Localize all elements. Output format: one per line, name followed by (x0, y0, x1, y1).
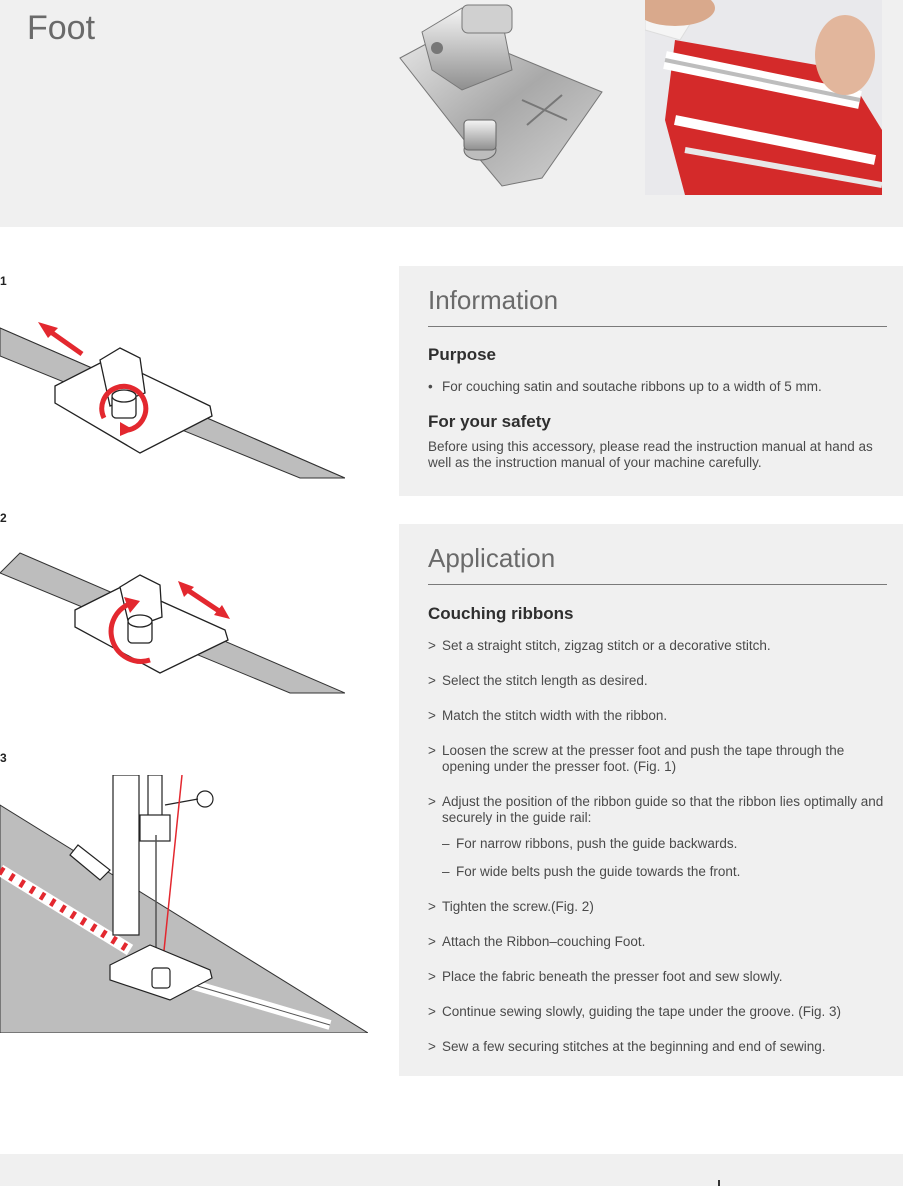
step-mark: > (428, 1039, 436, 1054)
substep-text: For narrow ribbons, push the guide backw… (456, 836, 738, 851)
application-panel: Application Couching ribbons > Set a str… (399, 524, 903, 1076)
ribbon-bag-photo (645, 0, 882, 195)
figure-1-number: 1 (0, 274, 7, 288)
step-10: > Sew a few securing stitches at the beg… (428, 1039, 887, 1055)
substep-mark: – (442, 836, 450, 851)
footer-band (0, 1154, 903, 1186)
substep-mark: – (442, 864, 450, 879)
step-text: Continue sewing slowly, guiding the tape… (442, 1004, 841, 1019)
step-mark: > (428, 638, 436, 653)
step-text: Attach the Ribbon–couching Foot. (442, 934, 646, 949)
step-7: > Attach the Ribbon–couching Foot. (428, 934, 887, 950)
figure-3-illustration (0, 775, 368, 1033)
figure-3-number: 3 (0, 751, 7, 765)
step-mark: > (428, 708, 436, 723)
bullet-mark: • (428, 379, 433, 394)
step-6: > Tighten the screw.(Fig. 2) (428, 899, 887, 915)
presser-foot-photo (399, 4, 603, 187)
footer-tick (718, 1180, 720, 1186)
application-title: Application (428, 542, 887, 585)
step-8: > Place the fabric beneath the presser f… (428, 969, 887, 985)
step-mark: > (428, 794, 436, 809)
safety-heading: For your safety (428, 412, 551, 431)
purpose-bullet: • For couching satin and soutache ribbon… (428, 378, 887, 395)
step-text: Match the stitch width with the ribbon. (442, 708, 668, 723)
application-steps: > Set a straight stitch, zigzag stitch o… (428, 638, 887, 1055)
purpose-text: For couching satin and soutache ribbons … (442, 379, 822, 394)
substep-text: For wide belts push the guide towards th… (456, 864, 741, 879)
step-5: > Adjust the position of the ribbon guid… (428, 794, 887, 826)
step-text: Adjust the position of the ribbon guide … (442, 794, 884, 825)
step-mark: > (428, 969, 436, 984)
couching-ribbons-heading: Couching ribbons (428, 604, 574, 623)
step-4: > Loosen the screw at the presser foot a… (428, 743, 887, 775)
step-text: Tighten the screw.(Fig. 2) (442, 899, 594, 914)
page-title: Foot (27, 9, 96, 47)
step-mark: > (428, 899, 436, 914)
figure-2-number: 2 (0, 511, 7, 525)
step-mark: > (428, 1004, 436, 1019)
safety-text: Before using this accessory, please read… (428, 439, 873, 470)
substep-2: – For wide belts push the guide towards … (428, 864, 887, 880)
purpose-heading: Purpose (428, 345, 497, 364)
step-mark: > (428, 743, 436, 758)
information-title: Information (428, 284, 887, 327)
step-text: Set a straight stitch, zigzag stitch or … (442, 638, 771, 653)
step-text: Select the stitch length as desired. (442, 673, 648, 688)
substep-1: – For narrow ribbons, push the guide bac… (428, 836, 887, 852)
figure-1-illustration (0, 322, 345, 479)
information-panel: Information Purpose • For couching satin… (399, 266, 903, 496)
step-text: Loosen the screw at the presser foot and… (442, 743, 845, 774)
figure-2-illustration (0, 552, 345, 694)
step-2: > Select the stitch length as desired. (428, 673, 887, 689)
step-mark: > (428, 934, 436, 949)
step-text: Sew a few securing stitches at the begin… (442, 1039, 826, 1054)
step-mark: > (428, 673, 436, 688)
step-3: > Match the stitch width with the ribbon… (428, 708, 887, 724)
step-9: > Continue sewing slowly, guiding the ta… (428, 1004, 887, 1020)
step-1: > Set a straight stitch, zigzag stitch o… (428, 638, 887, 654)
step-text: Place the fabric beneath the presser foo… (442, 969, 783, 984)
